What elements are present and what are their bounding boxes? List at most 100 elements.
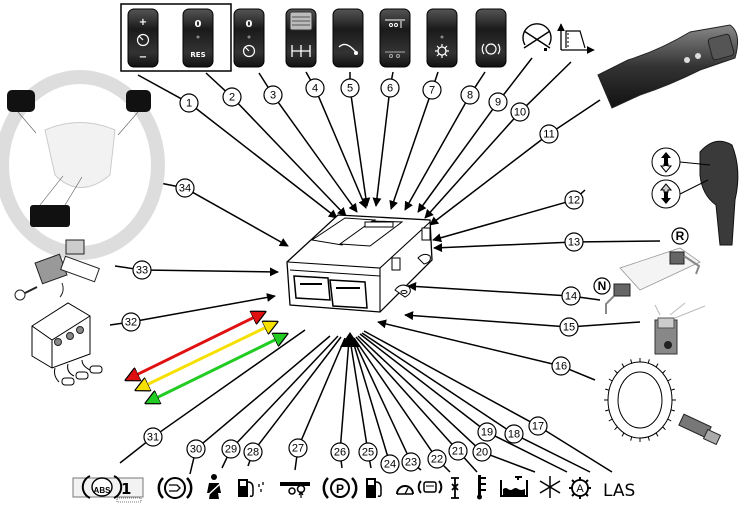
las-text: LAS <box>603 481 635 501</box>
abs-number: 1 <box>121 480 131 498</box>
gear-tooth <box>609 419 612 421</box>
callout-number: 29 <box>225 444 237 456</box>
leader-line-19 <box>495 436 567 472</box>
gear-tooth <box>648 359 649 363</box>
callout-number: 7 <box>429 85 435 97</box>
gear-tooth <box>663 370 666 373</box>
callout-25: 25 <box>359 443 377 461</box>
leader-arrow-14 <box>408 286 562 295</box>
callout-17: 17 <box>529 417 547 435</box>
rpm-symbol-icon <box>523 24 551 51</box>
coolant-temperature-icon <box>477 475 486 500</box>
steering-wheel-image <box>2 77 158 253</box>
callout-27: 27 <box>289 439 307 457</box>
callout-number: 22 <box>431 454 443 466</box>
leader-line-31 <box>120 443 146 463</box>
speed-sensor-image <box>604 358 720 444</box>
callout-number: 23 <box>405 457 417 469</box>
callout-number: 34 <box>179 183 191 195</box>
gear-tooth <box>663 427 666 430</box>
gear-tooth <box>656 364 658 367</box>
leader-arrow-6 <box>376 97 389 206</box>
callout-31: 31 <box>144 428 162 446</box>
minus-label: − <box>139 52 147 63</box>
leader-line-3 <box>259 73 268 87</box>
automatic-gearbox-icon: A <box>569 477 591 499</box>
gear-tooth <box>668 419 671 421</box>
zero-label: 0 <box>195 19 202 30</box>
leader-line-7 <box>435 72 438 81</box>
plus-label: + <box>139 17 147 28</box>
callout-number: 10 <box>514 107 526 119</box>
gear-tooth <box>671 389 675 390</box>
gear-tooth <box>668 379 671 381</box>
leader-arrow-1 <box>196 109 337 218</box>
coolant-level-icon <box>501 477 527 496</box>
leader-line-10 <box>526 62 571 106</box>
leader-line-32 <box>110 323 122 325</box>
gear-tooth <box>605 410 609 411</box>
leader-arrow-11 <box>430 139 542 225</box>
callout-number: 21 <box>452 446 464 458</box>
fuel-level-icon <box>366 478 381 498</box>
callout-number: 1 <box>186 98 192 110</box>
callout-number: 8 <box>467 90 473 102</box>
callout-number: 2 <box>229 92 235 104</box>
leader-arrow-27 <box>302 338 345 440</box>
callout-18: 18 <box>505 425 523 443</box>
switch-5-exhaust-brake[interactable] <box>333 9 363 67</box>
data-bus-red <box>126 312 265 380</box>
leader-arrow-25 <box>350 339 367 443</box>
data-bus-yellow <box>136 322 277 390</box>
switch-2-cruise-resume[interactable]: 0 RES <box>183 9 213 67</box>
gear-tooth <box>631 359 632 363</box>
switch-6-axle-lift[interactable] <box>380 9 410 67</box>
callout-13: 13 <box>565 233 583 251</box>
switch-1-cruise-plus-minus[interactable]: + − <box>128 9 158 67</box>
reverse-label: R <box>676 229 685 243</box>
connector-b <box>330 280 367 308</box>
leader-arrow-26 <box>341 340 349 443</box>
leader-line-9 <box>504 58 532 95</box>
data-bus-lines <box>126 312 287 403</box>
leader-line-22 <box>443 465 450 472</box>
callout-34: 34 <box>176 179 194 197</box>
callout-number: 13 <box>568 237 580 249</box>
leader-line-26 <box>341 461 342 468</box>
neutral-label: N <box>598 279 607 293</box>
callout-24: 24 <box>381 455 399 473</box>
gear-tooth <box>605 389 609 390</box>
callout-number: 25 <box>362 447 374 459</box>
callout-number: 16 <box>555 361 567 373</box>
callout-number: 33 <box>136 265 148 277</box>
res-label: RES <box>190 51 205 59</box>
leader-arrow-30 <box>203 336 330 443</box>
clutch-sensor-image <box>655 303 705 354</box>
callout-15: 15 <box>560 318 578 336</box>
callout-23: 23 <box>402 453 420 471</box>
leader-arrow-17 <box>364 331 530 422</box>
callout-number: 4 <box>312 83 318 95</box>
callout-number: 18 <box>508 429 520 441</box>
leader-line-28 <box>248 460 250 466</box>
callout-6: 6 <box>381 79 399 97</box>
leader-line-20 <box>490 455 535 472</box>
callout-number: 5 <box>347 83 353 95</box>
callout-28: 28 <box>244 443 262 461</box>
air-conditioning-icon <box>540 476 560 498</box>
callout-7: 7 <box>423 81 441 99</box>
connector-a <box>294 276 330 300</box>
switch-8-brake[interactable] <box>476 9 506 67</box>
leader-line-11 <box>556 100 600 129</box>
leader-arrow-31 <box>160 330 305 432</box>
switch-4-retarder[interactable] <box>286 9 316 67</box>
seat-belt-icon <box>207 474 221 499</box>
switch-3-cruise-off[interactable]: 0 <box>234 9 264 67</box>
leader-line-12 <box>581 190 585 194</box>
callout-16: 16 <box>552 357 570 375</box>
callout-number: 27 <box>292 443 304 455</box>
callout-12: 12 <box>565 191 583 209</box>
callout-number: 31 <box>147 432 159 444</box>
leader-line-16 <box>569 369 595 380</box>
switch-7-pto[interactable] <box>427 9 457 67</box>
